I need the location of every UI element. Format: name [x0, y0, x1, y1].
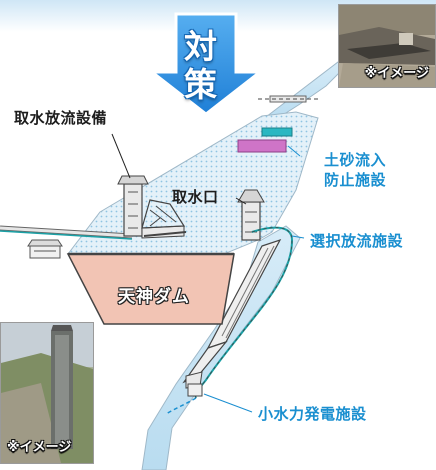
- label-selective-discharge: 選択放流施設: [310, 232, 404, 250]
- leader-hydro: [203, 393, 253, 413]
- arrow-char-2: 策: [184, 65, 217, 104]
- photo-top-right-image: [339, 5, 435, 87]
- selective-tower: [241, 201, 261, 241]
- label-dam: 天神ダム: [118, 287, 190, 307]
- leader-intake: [235, 197, 247, 205]
- label-intake: 取水口: [172, 188, 219, 206]
- sediment-barrier: [237, 139, 287, 153]
- photo-bottom-left: ※イメージ: [0, 322, 94, 464]
- intake-tower-cap: [117, 175, 149, 185]
- label-intake-discharge: 取水放流設備: [14, 109, 108, 127]
- penstock-pipe-dash: [195, 227, 293, 399]
- intake-pipe-teal: [0, 230, 133, 240]
- leader-intake-discharge: [111, 133, 131, 179]
- photo-bottom-left-caption: ※イメージ: [7, 440, 72, 455]
- small-building-roof: [27, 239, 63, 247]
- label-hydro-power: 小水力発電施設: [258, 405, 367, 423]
- photo-bottom-left-image: [1, 323, 93, 463]
- label-sediment-line2: 防止施設: [324, 171, 387, 189]
- leader-sediment: [287, 145, 301, 157]
- hydro-plant: [187, 383, 203, 397]
- photo-top-right: ※イメージ: [338, 4, 436, 88]
- intake-pipe-inner: [0, 226, 133, 238]
- small-building: [29, 245, 61, 259]
- arrow-char-1: 対: [184, 27, 217, 66]
- outflow-line: [165, 397, 197, 415]
- leader-selective: [291, 235, 305, 239]
- countermeasure-arrow: [147, 12, 265, 116]
- photo-top-right-caption: ※イメージ: [364, 66, 429, 81]
- label-sediment-line1: 土砂流入: [324, 151, 387, 169]
- sediment-barrier-top: [261, 127, 293, 137]
- selective-tower-cap: [237, 189, 265, 203]
